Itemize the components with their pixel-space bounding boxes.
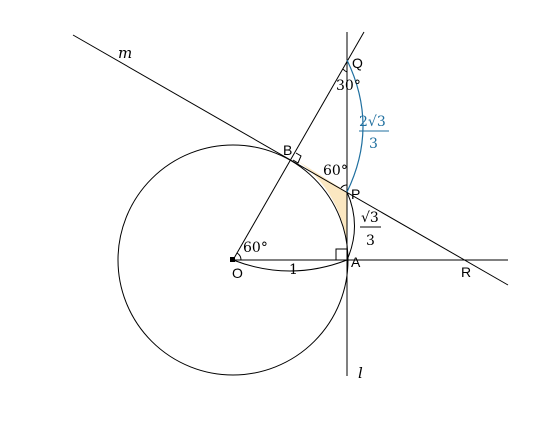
length-label-pq-num: 2√3 xyxy=(359,114,386,130)
label-r: R xyxy=(461,264,471,280)
shaded-region xyxy=(290,156,348,260)
length-label-ap-num: √3 xyxy=(361,210,379,226)
length-arc-oa xyxy=(232,259,348,272)
label-o: O xyxy=(232,265,243,281)
ray-obq xyxy=(232,31,365,261)
angle-label-o: 60° xyxy=(243,240,268,256)
label-q: Q xyxy=(352,55,363,71)
length-label-ap-den: 3 xyxy=(366,233,375,249)
angle-label-q: 30° xyxy=(336,78,361,94)
angle-arc-p xyxy=(340,184,348,189)
right-angle-marker-a xyxy=(335,248,347,260)
right-angle-marker-b xyxy=(292,152,302,164)
length-arc-ap xyxy=(346,191,355,261)
angle-arc-o xyxy=(236,252,242,261)
angle-arc-q xyxy=(342,68,348,73)
label-b: B xyxy=(283,142,292,158)
length-label-oa: 1 xyxy=(289,262,298,278)
angle-label-p: 60° xyxy=(323,163,348,179)
length-arc-pq xyxy=(346,59,364,193)
label-p: P xyxy=(351,186,360,202)
label-a: A xyxy=(351,254,361,270)
center-dot xyxy=(230,257,235,262)
length-label-pq-den: 3 xyxy=(369,136,378,152)
label-line-m: m xyxy=(118,44,132,62)
label-line-l: l xyxy=(358,364,363,382)
